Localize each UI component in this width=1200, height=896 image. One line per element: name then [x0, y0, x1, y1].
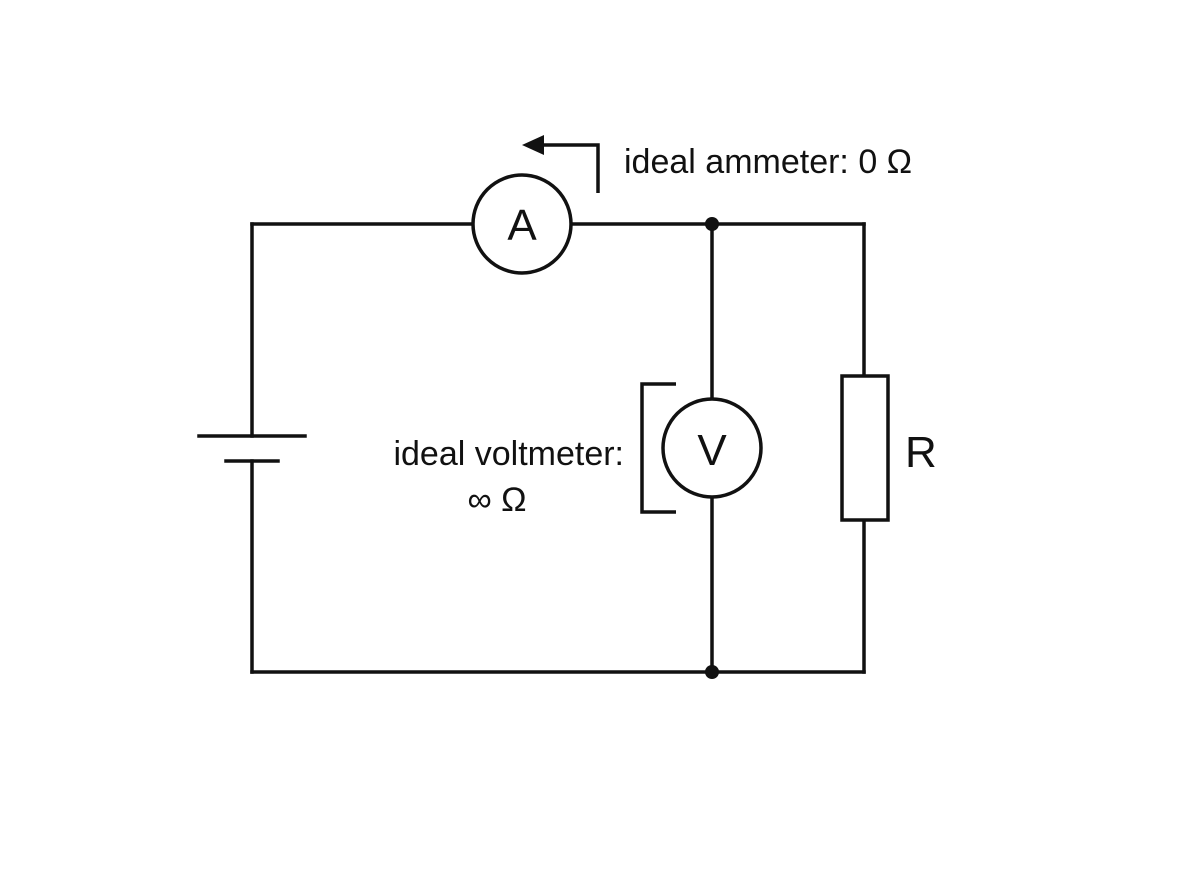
resistor-label: R	[905, 428, 937, 477]
current-arrow-line	[540, 143, 600, 193]
circuit-wires	[250, 222, 866, 674]
ammeter: A	[471, 173, 573, 275]
battery-icon	[197, 434, 307, 463]
ammeter-annotation: ideal ammeter: 0 Ω	[624, 143, 912, 181]
resistor-box	[840, 374, 890, 522]
voltmeter: V	[661, 397, 763, 499]
voltmeter-symbol: V	[697, 426, 727, 475]
voltmeter-annotation-line1: ideal voltmeter:	[393, 435, 624, 473]
voltmeter-circle	[661, 397, 763, 499]
current-arrow-icon	[522, 135, 600, 193]
current-arrow-head	[522, 135, 544, 155]
ammeter-symbol: A	[507, 201, 537, 250]
ammeter-circle	[471, 173, 573, 275]
junction-dot-top	[705, 217, 719, 231]
voltmeter-annotation-line2: ∞ Ω	[467, 481, 526, 519]
junction-dot-bottom	[705, 665, 719, 679]
voltmeter-bracket	[640, 382, 676, 514]
